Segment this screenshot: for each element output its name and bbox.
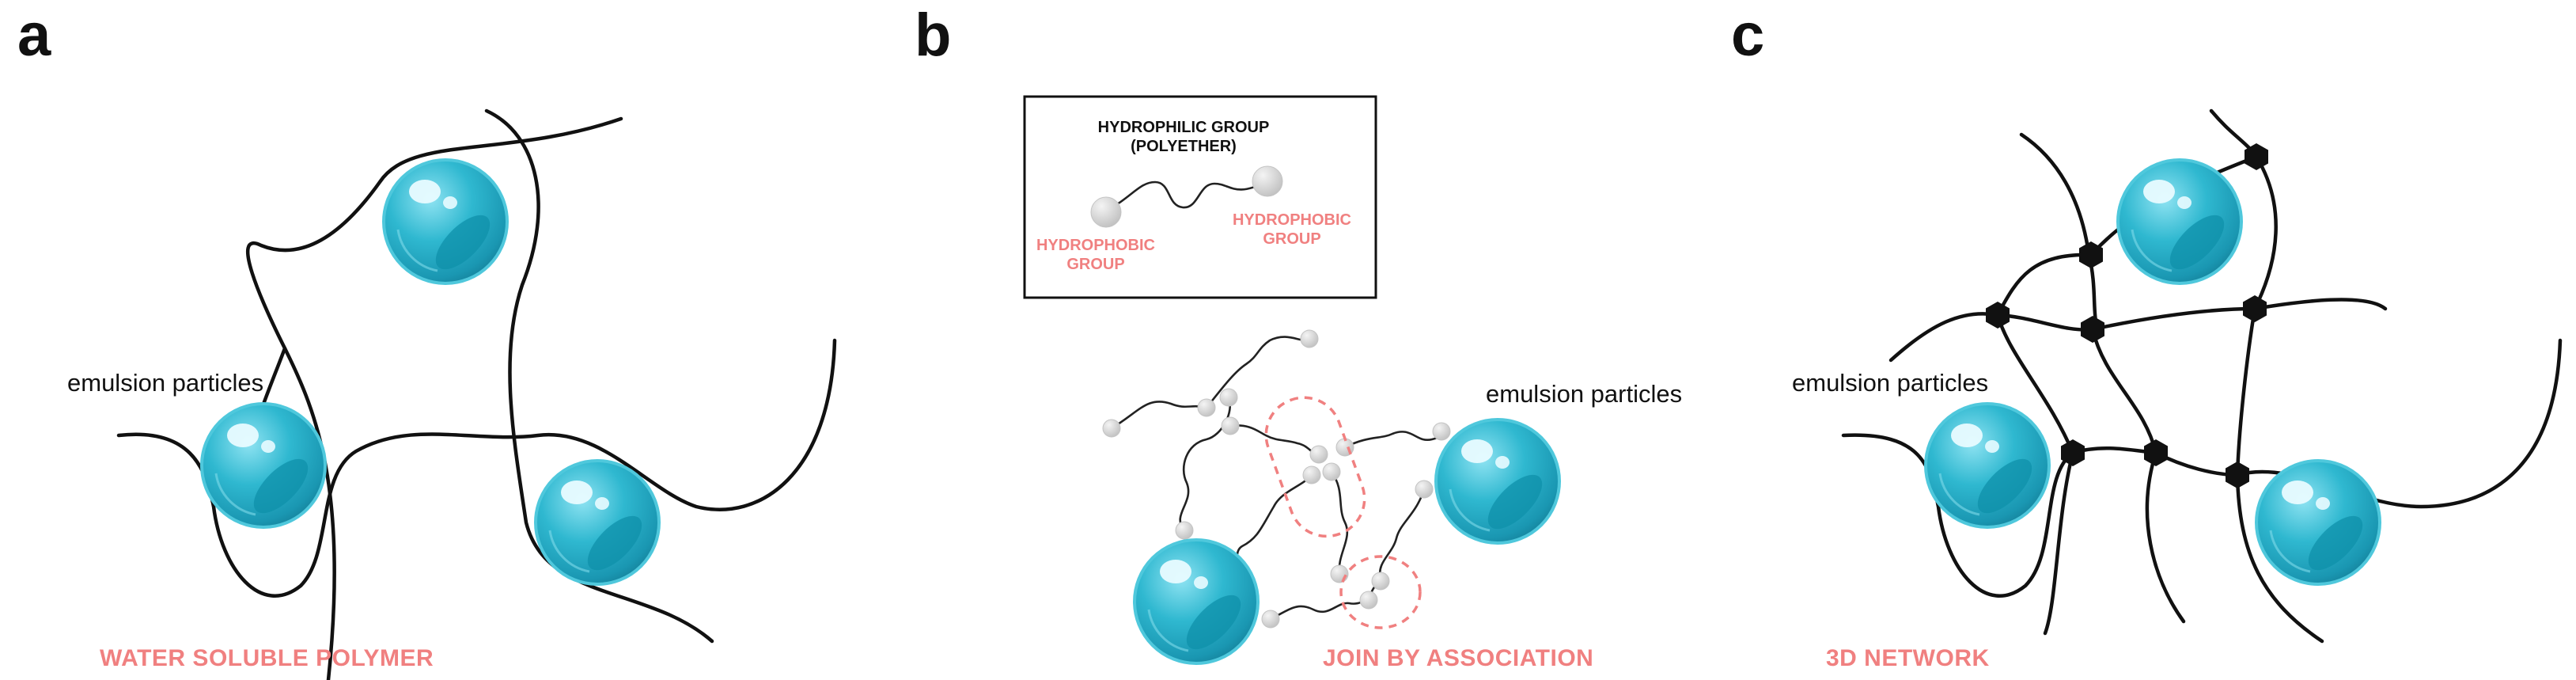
legend-title: HYDROPHILIC GROUP [1098,119,1270,136]
network-chain [2235,473,2324,644]
polymer-chain [1179,396,1231,532]
panel-letter-a: a [17,2,51,69]
network-chain [2090,327,2158,455]
legend-hydrophobic-right-sub: GROUP [1263,230,1320,248]
panel-c: c emulsion particles 3D [1731,2,2563,671]
polymer-chain [116,338,837,598]
polymer-chain [1343,429,1449,449]
grey-sphere-icon [1261,610,1280,629]
network-chain [2070,446,2158,455]
emulsion-particle-sphere-icon [534,459,661,586]
grey-sphere-icon [1309,445,1328,464]
grey-sphere-icon [1371,572,1390,591]
polymer-chain [1110,401,1208,430]
polymer-chain [1205,336,1307,409]
emulsion-particle-sphere-icon [1924,402,2051,529]
emulsion-particle-sphere-icon [1434,418,1561,545]
grey-sphere-icon [1221,416,1240,435]
network-chain [1995,313,2075,455]
hydrophilic-chain [1104,180,1267,212]
panel-caption: JOIN BY ASSOCIATION [1323,645,1593,671]
particle-label: emulsion particles [1792,369,1988,397]
grey-sphere-icon [1415,480,1434,499]
network-chain [1995,313,2095,332]
emulsion-particle-sphere-icon [2116,158,2243,285]
polymer-chain [1330,470,1349,576]
network-chain [1888,312,2000,363]
grey-sphere-icon [1302,465,1321,484]
grey-sphere-icon [1197,398,1216,417]
network-chain [2235,306,2257,477]
grey-sphere-icon [1330,564,1349,583]
polymer-chain [484,108,714,644]
emulsion-particle-sphere-icon [382,158,509,285]
grey-sphere-icon [1300,329,1319,348]
network-chain [2154,450,2240,477]
emulsion-particle-sphere-icon [1133,538,1260,665]
grey-sphere-icon [1359,591,1378,610]
network-chain [1995,253,2093,317]
panel-caption: WATER SOLUBLE POLYMER [100,645,434,671]
polymer-chain [1269,598,1370,621]
legend-hydrophobic-left: HYDROPHOBIC [1036,237,1155,254]
association-zone [1339,555,1422,629]
network-chain [2252,154,2278,311]
grey-sphere-icon [1102,419,1121,438]
hexagon-crosslink-icon [2081,316,2104,343]
hexagon-crosslink-icon [1986,302,2010,329]
grey-sphere-icon [1252,165,1283,197]
grey-sphere-icon [1432,422,1451,441]
particle-label: emulsion particles [67,369,263,397]
legend-hydrophobic-left-sub: GROUP [1066,256,1124,273]
legend-hydrophobic-right: HYDROPHOBIC [1233,211,1351,229]
association-zone [1264,396,1366,538]
panel-letter-c: c [1731,2,1764,69]
network-chain [2090,306,2257,332]
grey-sphere-icon [1175,521,1194,540]
emulsion-particle-sphere-icon [2255,459,2381,586]
network-chain [2019,132,2099,329]
grey-sphere-icon [1322,462,1341,481]
hexagon-crosslink-icon [2144,439,2168,466]
network-chain [1841,433,2075,598]
panel-b: b HYDROPHILIC GROUP (POLYETHER) HYDROPHO… [915,2,1682,671]
grey-sphere-icon [1090,196,1122,228]
legend-box: HYDROPHILIC GROUP (POLYETHER) HYDROPHOBI… [1023,95,1377,299]
polymer-chain [1378,488,1426,579]
panel-a: a emulsion particles WATER SOLUBLE POLYM… [17,2,837,680]
particle-label: emulsion particles [1486,380,1682,408]
network-chain [2252,298,2388,311]
network-chain [2043,450,2075,636]
polymer-chain [1229,424,1315,454]
emulsion-particle-sphere-icon [200,402,327,529]
panel-caption: 3D NETWORK [1826,645,1990,671]
hexagon-crosslink-icon [2226,462,2249,488]
panel-letter-b: b [915,2,951,69]
legend-title-sub: (POLYETHER) [1131,138,1237,155]
grey-sphere-icon [1219,388,1238,407]
network-chain [2145,450,2186,624]
hexagon-crosslink-icon [2243,295,2267,322]
